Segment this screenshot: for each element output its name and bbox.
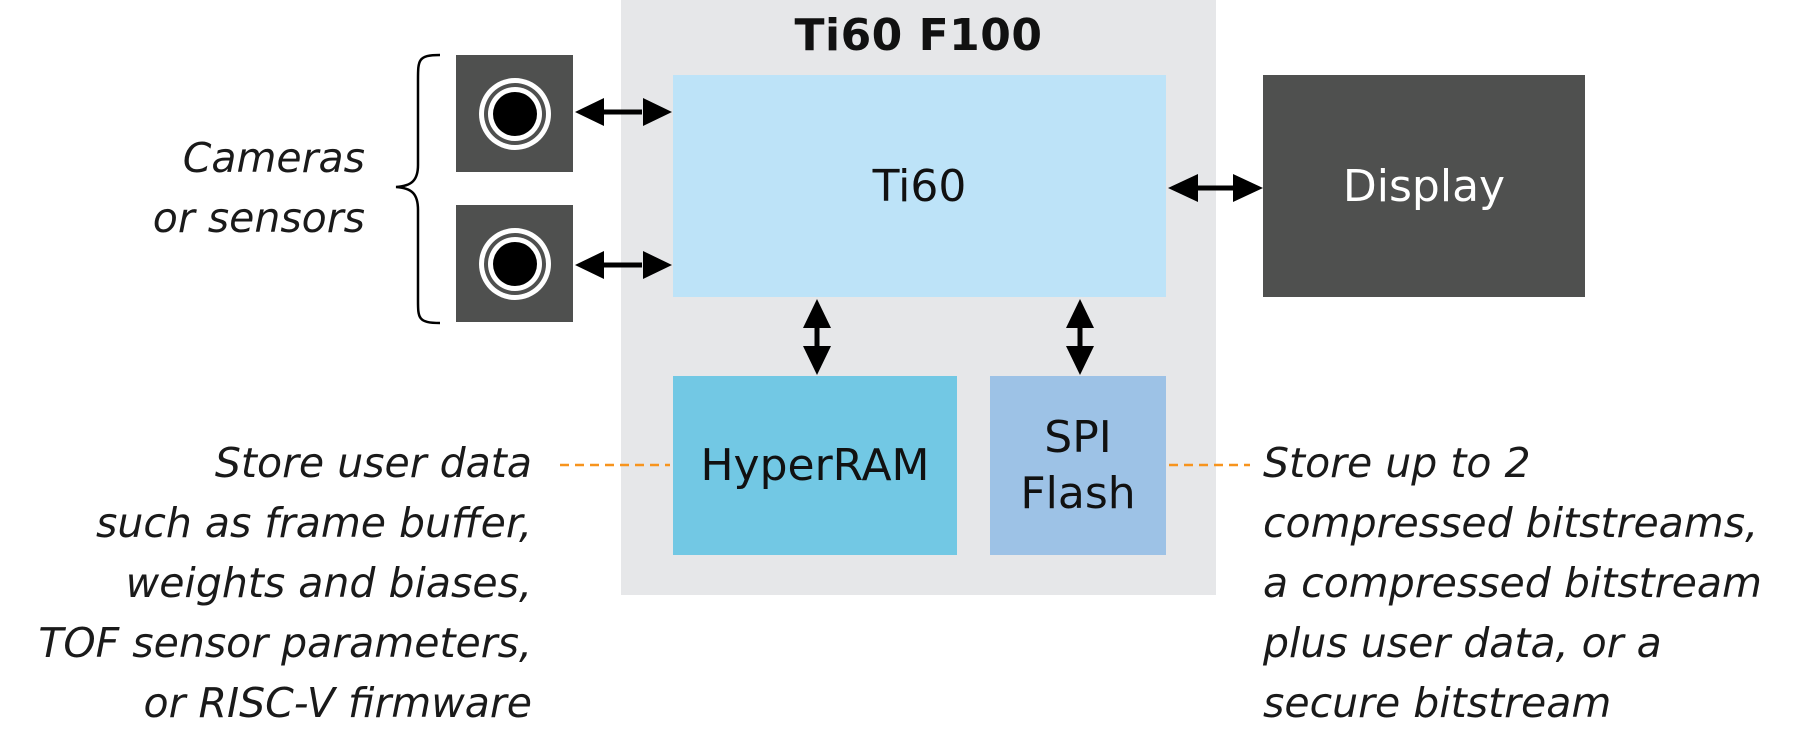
hyperram-annotation-line: Store user data [214,439,532,487]
hyperram-label: HyperRAM [700,440,930,491]
camera1-ti60-arrow [575,98,672,126]
ti60-block: Ti60 [673,75,1166,297]
spi-flash-label-line1: SPI [1044,411,1112,463]
hyperram-annotation-line: TOF sensor parameters, [38,619,532,667]
camera-2 [456,205,573,322]
spi-flash-annotation: Store up to 2 compressed bitstreams, a c… [1263,433,1803,733]
hyperram-annotation-line: weights and biases, [125,559,532,607]
cameras-annotation-line2: or sensors [152,194,365,242]
package-title: Ti60 F100 [794,10,1043,61]
cameras-annotation-line1: Cameras [182,134,365,182]
camera-1 [456,55,573,172]
camera-brace [395,53,441,325]
cameras-annotation: Cameras or sensors [100,128,365,248]
display-block: Display [1263,75,1585,297]
spi-flash-block: SPI Flash [990,376,1166,555]
hyperram-annotation: Store user data such as frame buffer, we… [0,433,532,733]
spi-flash-label-line2: Flash [1020,467,1136,519]
spi-annotation-line: secure bitstream [1263,679,1612,727]
ti60-spi-arrow [1066,299,1094,375]
camera2-ti60-arrow [575,251,672,279]
hyperram-annotation-line: or RISC-V firmware [143,679,532,727]
ti60-label: Ti60 [872,160,967,212]
ti60-display-arrow [1168,174,1263,202]
hyperram-block: HyperRAM [673,376,957,555]
hyperram-annotation-line: such as frame buffer, [96,499,532,547]
display-label: Display [1342,160,1506,212]
camera-lens-icon [478,77,551,150]
spi-annotation-line: Store up to 2 [1263,439,1531,487]
camera-lens-icon [478,227,551,300]
spi-annotation-line: compressed bitstreams, [1263,499,1759,547]
ti60-hyperram-arrow [803,299,831,375]
spi-annotation-line: a compressed bitstream [1263,559,1762,607]
spi-annotation-line: plus user data, or a [1263,619,1662,667]
